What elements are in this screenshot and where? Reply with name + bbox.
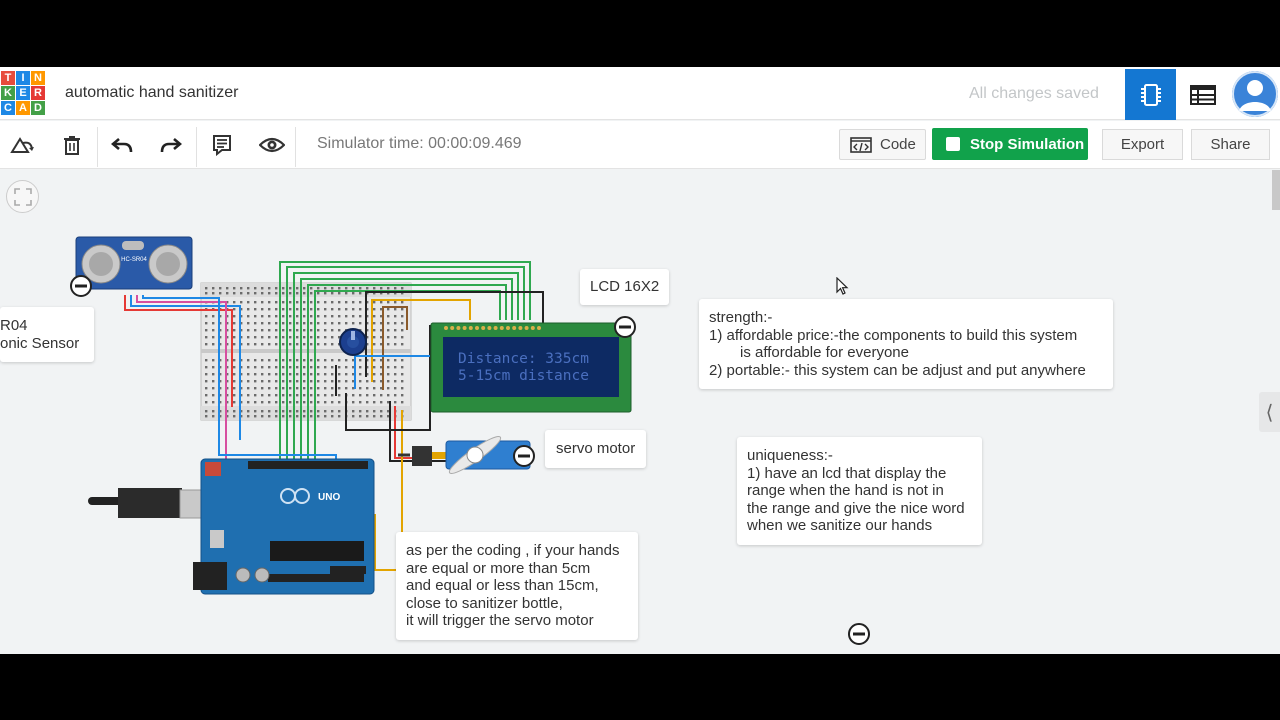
logo-letter: A [16, 101, 30, 115]
logo-letter: C [1, 101, 15, 115]
notes-button[interactable] [204, 127, 240, 163]
servo-motor-label[interactable]: servo motor [545, 430, 647, 468]
code-label: Code [880, 136, 916, 153]
rotate-button[interactable] [4, 127, 40, 163]
code-icon [850, 136, 872, 153]
note-line: when we sanitize our hands [747, 517, 933, 534]
note-line: range when the hand is not in [747, 482, 944, 499]
stop-icon [946, 137, 960, 151]
uniqueness-note[interactable]: uniqueness:- 1) have an lcd that display… [737, 437, 982, 545]
arduino-label: UNO [318, 492, 340, 503]
mouse-cursor-icon [836, 277, 849, 295]
logo-letter: N [31, 71, 45, 85]
toolbar-divider [295, 127, 296, 167]
ultrasonic-sensor-label[interactable]: R04 onic Sensor [0, 307, 94, 362]
fit-view-button[interactable] [6, 180, 39, 213]
note-line: it will trigger the servo motor [406, 612, 594, 629]
panel-expand-button[interactable]: ⟨ [1259, 392, 1280, 432]
table-icon [1190, 84, 1216, 105]
arduino-uno[interactable]: UNO [88, 458, 375, 595]
wires [124, 261, 544, 571]
undo-button[interactable] [104, 127, 140, 163]
component-list-button[interactable] [1178, 69, 1228, 120]
logo-letter: D [31, 101, 45, 115]
note-line: strength:- [709, 309, 773, 326]
sensor-label-line: R04 [0, 317, 28, 334]
visibility-button[interactable] [254, 127, 290, 163]
logo-letter: I [16, 71, 30, 85]
chip-icon [1140, 83, 1161, 106]
redo-icon [160, 138, 182, 153]
delete-button[interactable] [54, 127, 90, 163]
notes-icon [213, 135, 231, 156]
note-line: and equal or less than 15cm, [406, 577, 599, 594]
toolbar: Simulator time: 00:00:09.469 Code Stop S… [0, 121, 1280, 169]
ultrasonic-sensor[interactable]: HC-SR04 [70, 236, 193, 297]
lcd-label[interactable]: LCD 16X2 [580, 269, 670, 305]
lcd-line-2: 5-15cm distance [458, 368, 589, 384]
tinkercad-app: T I N K E R C A D automatic hand sanitiz… [0, 67, 1280, 654]
note-line: 2) portable:- this system can be adjust … [709, 361, 1086, 379]
lcd-line-1: Distance: 335cm [458, 351, 589, 367]
rotate-icon [10, 137, 34, 153]
logo-letter: E [16, 86, 30, 100]
chevron-left-icon: ⟨ [1265, 401, 1274, 424]
note-line: close to sanitizer bottle, [406, 594, 563, 612]
user-avatar[interactable] [1232, 71, 1278, 117]
circuit-view-button[interactable] [1125, 69, 1176, 120]
note-line: uniqueness:- [747, 447, 833, 464]
user-icon [1232, 71, 1278, 117]
redo-button[interactable] [153, 127, 189, 163]
strength-note[interactable]: strength:- 1) affordable price:-the comp… [699, 299, 1113, 389]
canvas-scrollbar[interactable] [1272, 170, 1280, 210]
collapse-note-icon[interactable] [847, 622, 871, 646]
sensor-label-line: onic Sensor [0, 334, 80, 352]
simulator-time: Simulator time: 00:00:09.469 [317, 135, 522, 152]
code-button[interactable]: Code [839, 129, 926, 160]
note-line: as per the coding , if your hands [406, 542, 620, 559]
logo-letter: K [1, 86, 15, 100]
stop-simulation-label: Stop Simulation [970, 135, 1085, 153]
export-button[interactable]: Export [1102, 129, 1183, 160]
document-title[interactable]: automatic hand sanitizer [65, 84, 239, 101]
note-line: 1) affordable price:-the components to b… [709, 326, 1078, 344]
save-status: All changes saved [969, 85, 1099, 102]
note-line: is affordable for everyone [740, 344, 909, 361]
lcd-display[interactable]: Distance: 335cm 5-15cm distance [430, 316, 636, 413]
toolbar-divider [97, 127, 98, 167]
note-line: 1) have an lcd that display the [747, 464, 947, 482]
breadboard[interactable] [200, 282, 412, 421]
eye-icon [259, 137, 285, 153]
note-line: are equal or more than 5cm [406, 559, 591, 577]
toolbar-divider [196, 127, 197, 167]
circuit-diagram[interactable]: HC-SR04 Distance: 335cm 5-15cm distance [0, 170, 1280, 654]
servo-motor[interactable] [398, 432, 535, 477]
potentiometer[interactable] [339, 328, 367, 356]
sensor-chip-label: HC-SR04 [121, 257, 147, 263]
undo-icon [111, 138, 133, 153]
trash-icon [64, 136, 80, 155]
logo-letter: R [31, 86, 45, 100]
coding-note[interactable]: as per the coding , if your hands are eq… [396, 532, 638, 640]
share-button[interactable]: Share [1191, 129, 1270, 160]
note-line: the range and give the nice word [747, 499, 965, 517]
tinkercad-logo[interactable]: T I N K E R C A D [1, 71, 45, 115]
header-bar: T I N K E R C A D automatic hand sanitiz… [0, 67, 1280, 120]
fit-view-icon [13, 187, 32, 206]
stop-simulation-button[interactable]: Stop Simulation [932, 128, 1088, 160]
circuit-canvas[interactable]: HC-SR04 Distance: 335cm 5-15cm distance [0, 170, 1280, 654]
logo-letter: T [1, 71, 15, 85]
